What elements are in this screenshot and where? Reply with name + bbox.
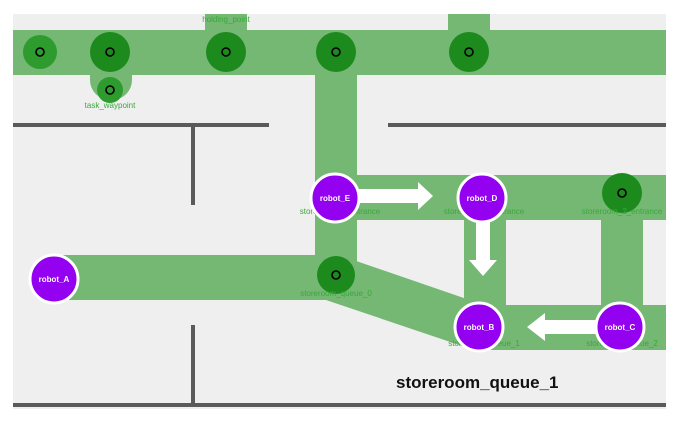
robot-label: robot_D xyxy=(467,194,498,203)
robot-label: robot_E xyxy=(320,194,351,203)
waypoint-marker-storeroom-2-entrance[interactable] xyxy=(602,173,642,213)
robot-label: robot_C xyxy=(605,323,636,332)
robot-robot-c[interactable]: robot_C xyxy=(594,301,646,353)
wall-vertical-upper xyxy=(191,125,195,205)
wall-vertical-lower xyxy=(191,325,195,405)
robot-robot-e[interactable]: robot_E xyxy=(309,172,361,224)
label-holding-point: holding_point xyxy=(202,15,250,24)
robot-robot-b[interactable]: robot_B xyxy=(453,301,505,353)
robot-label: robot_B xyxy=(464,323,495,332)
waypoint-marker[interactable] xyxy=(90,32,130,72)
wall-horizontal-right xyxy=(388,123,666,127)
waypoint-marker[interactable] xyxy=(23,35,57,69)
waypoint-marker-queue-0[interactable] xyxy=(317,256,355,294)
robot-label: robot_A xyxy=(39,275,70,284)
arrow-left-icon xyxy=(527,313,598,341)
walls xyxy=(13,123,666,407)
label-task-waypoint: task_waypoint xyxy=(85,101,136,110)
label-storeroom-queue-0: storeroom_queue_0 xyxy=(300,289,372,298)
robot-robot-d[interactable]: robot_D xyxy=(456,172,508,224)
arrow-right-icon xyxy=(355,182,433,210)
waypoint-marker-task[interactable] xyxy=(97,77,123,103)
waypoint-marker[interactable] xyxy=(316,32,356,72)
robot-robot-a[interactable]: robot_A xyxy=(28,253,80,305)
wall-horizontal-bottom xyxy=(13,403,666,407)
motion-arrows xyxy=(355,182,598,341)
arrow-down-icon xyxy=(469,222,497,276)
lane-queue0-to-queue1 xyxy=(320,252,490,352)
focused-waypoint-title: storeroom_queue_1 xyxy=(396,373,559,392)
waypoint-markers xyxy=(23,32,642,294)
waypoint-marker-holding[interactable] xyxy=(206,32,246,72)
waypoint-marker[interactable] xyxy=(449,32,489,72)
lane-e-column xyxy=(315,52,357,275)
lane-robot-a-row xyxy=(55,255,337,300)
label-storeroom-2-entrance: storeroom_2_entrance xyxy=(582,207,663,216)
wall-horizontal-left xyxy=(13,123,269,127)
